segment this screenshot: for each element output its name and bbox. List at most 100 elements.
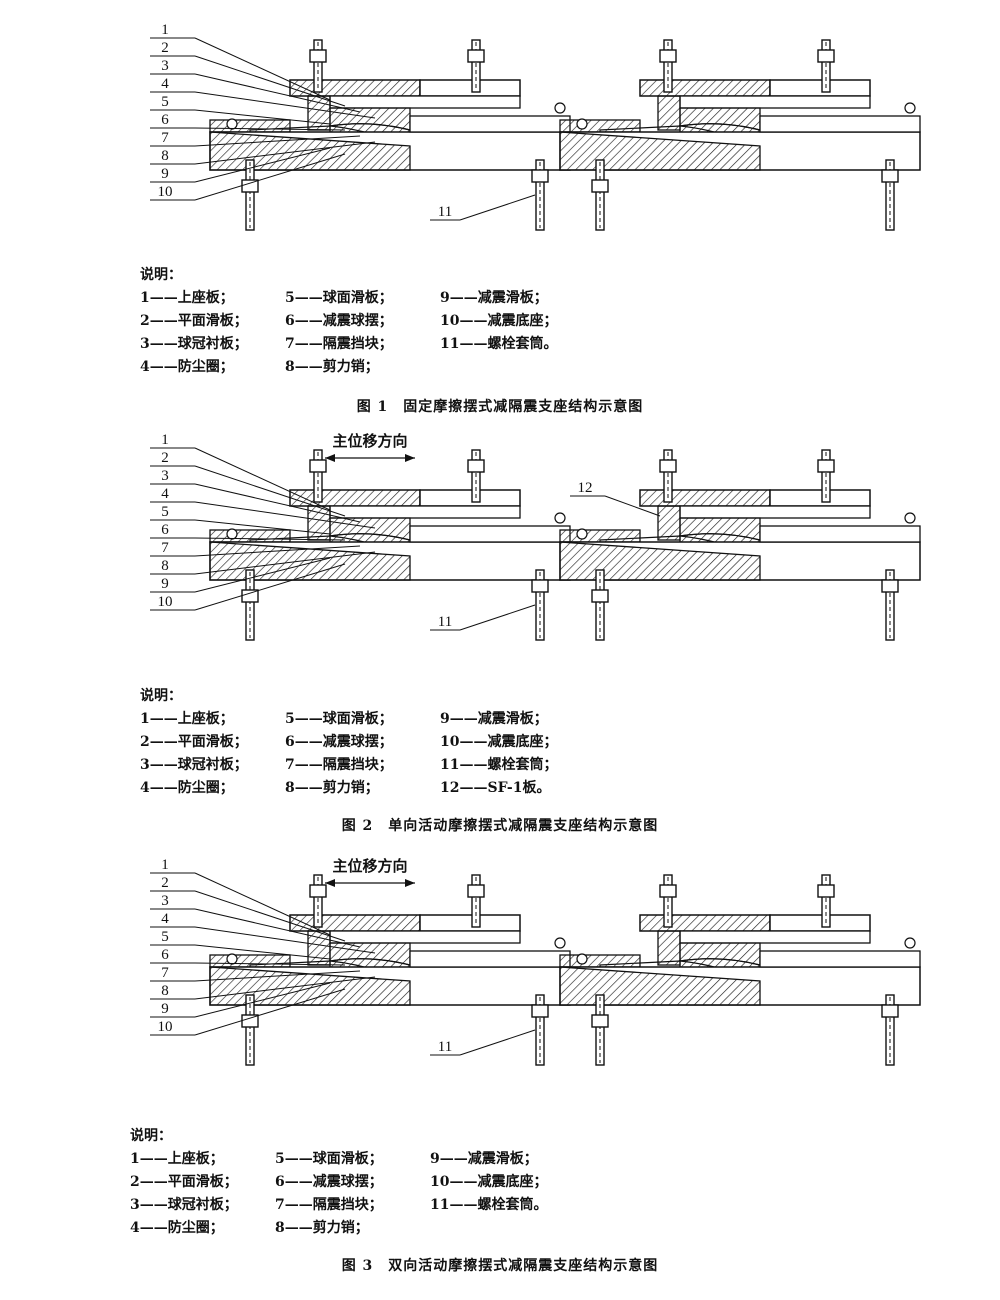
top-left-bolt xyxy=(313,449,323,503)
leader-line xyxy=(194,447,331,511)
legend-item: 5——球面滑板； xyxy=(285,711,393,727)
callout-8: 8 xyxy=(161,148,169,164)
top-left-bolt xyxy=(313,39,323,93)
top-right-bolt xyxy=(471,874,481,928)
plane-slide-plate xyxy=(679,505,871,519)
leader-line xyxy=(194,563,346,611)
legend-row: 1——上座板；5——球面滑板；9——减震滑板； xyxy=(140,287,760,310)
base-side-plate xyxy=(409,525,571,543)
legend-item: 1——上座板； xyxy=(140,290,234,306)
plane-slide-plate xyxy=(679,930,871,944)
top-left-nut xyxy=(309,459,327,473)
direction-arrowhead-left xyxy=(325,454,335,462)
callout-11: 11 xyxy=(438,1039,452,1055)
callout-9: 9 xyxy=(161,1001,169,1017)
top-right-nut xyxy=(817,49,835,63)
direction-label: 主位移方向 xyxy=(332,432,407,450)
legend-item: 1——上座板； xyxy=(140,711,234,727)
callout-10: 10 xyxy=(158,594,173,610)
callout-8: 8 xyxy=(161,558,169,574)
callout-1: 1 xyxy=(161,22,169,38)
leader-line xyxy=(194,127,346,131)
callout-9: 9 xyxy=(161,576,169,592)
callout-2: 2 xyxy=(161,875,169,891)
top-left-nut xyxy=(309,884,327,898)
base-hatched xyxy=(559,966,761,1006)
side-pin xyxy=(904,512,916,524)
legend-row: 3——球冠衬板；7——隔震挡块；11——螺栓套筒。 xyxy=(140,333,760,356)
top-right-nut xyxy=(467,459,485,473)
top-left-bolt xyxy=(663,39,673,93)
leader-line xyxy=(194,91,376,119)
figure-3-caption: 图 3 双向活动摩擦摆式减隔震支座结构示意图 xyxy=(341,1258,659,1274)
stopper-block xyxy=(657,95,681,131)
leader-line xyxy=(194,551,376,575)
legend-item: 8——剪力销； xyxy=(285,359,379,375)
base-upper xyxy=(559,954,641,968)
callout-7: 7 xyxy=(161,540,169,556)
stopper-block xyxy=(657,505,681,541)
leader-line xyxy=(194,962,346,966)
bottom-left-bolt xyxy=(245,159,255,231)
legend-item: 2——平面滑板； xyxy=(130,1174,238,1190)
top-right-bolt xyxy=(821,449,831,503)
leader-line xyxy=(194,890,346,942)
base-side-plate xyxy=(409,115,571,133)
top-right-nut xyxy=(467,884,485,898)
callout-11: 11 xyxy=(438,614,452,630)
legend-item: 1——上座板； xyxy=(130,1151,224,1167)
bottom-left-bolt xyxy=(595,994,605,1066)
shear-pin xyxy=(576,528,588,540)
bottom-left-nut xyxy=(591,1014,609,1028)
plane-slide-plate xyxy=(679,95,871,109)
bottom-right-nut xyxy=(881,169,899,183)
top-plate xyxy=(419,489,521,507)
shear-pin xyxy=(576,953,588,965)
bolt-shank xyxy=(245,994,255,1066)
leader-line xyxy=(194,135,361,147)
leader-line xyxy=(194,537,346,541)
direction-arrowhead-right xyxy=(405,879,415,887)
callout-8: 8 xyxy=(161,983,169,999)
base-upper xyxy=(209,529,291,543)
leader-line xyxy=(194,141,376,165)
leader-line xyxy=(194,557,331,593)
bolt-shank xyxy=(535,159,545,231)
side-pin xyxy=(554,937,566,949)
top-right-bolt xyxy=(471,449,481,503)
leader-line xyxy=(194,872,331,936)
top-left-nut xyxy=(309,49,327,63)
leader-line xyxy=(194,37,331,101)
callout-11: 11 xyxy=(438,204,452,220)
top-right-bolt xyxy=(821,39,831,93)
legend-item: 11——螺栓套筒。 xyxy=(440,336,558,352)
bolt-shank xyxy=(535,569,545,641)
figure-2-caption: 图 2 单向活动摩擦摆式减隔震支座结构示意图 xyxy=(341,818,659,834)
callout-2: 2 xyxy=(161,450,169,466)
legend-item: 5——球面滑板； xyxy=(285,290,393,306)
direction-label: 主位移方向 xyxy=(332,857,407,875)
legend-title: 说明： xyxy=(140,688,182,704)
callout-5: 5 xyxy=(161,94,169,110)
top-right-bolt xyxy=(821,874,831,928)
legend-row: 4——防尘圈；8——剪力销； xyxy=(130,1217,750,1240)
top-left-bolt xyxy=(313,874,323,928)
plane-slide-plate xyxy=(329,930,521,944)
legend-title: 说明： xyxy=(130,1128,172,1144)
legend-item: 4——防尘圈； xyxy=(140,780,234,796)
top-plate-hatched xyxy=(639,79,771,97)
bottom-left-nut xyxy=(591,179,609,193)
legend-item: 12——SF-1板。 xyxy=(440,780,551,796)
base-hatched xyxy=(209,131,411,171)
legend-item: 6——减震球摆； xyxy=(275,1174,383,1190)
legend-item: 2——平面滑板； xyxy=(140,734,248,750)
base-upper xyxy=(209,954,291,968)
bottom-right-nut xyxy=(881,1004,899,1018)
callout-6: 6 xyxy=(161,522,169,538)
callout-1: 1 xyxy=(161,857,169,873)
top-left-nut xyxy=(659,459,677,473)
legend-item: 10——减震底座； xyxy=(440,734,558,750)
side-pin xyxy=(904,937,916,949)
legend-item: 9——减震滑板； xyxy=(440,711,548,727)
